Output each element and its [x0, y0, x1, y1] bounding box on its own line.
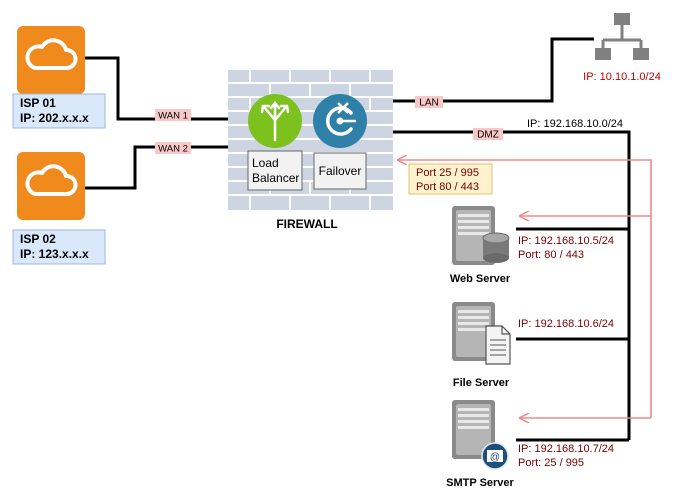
- failover-label: Failover: [319, 164, 362, 178]
- failover-box: [313, 152, 367, 190]
- email-icon: @: [481, 442, 509, 470]
- isp1-icon-bg: [17, 26, 85, 94]
- web-server-port: Port: 80 / 443: [518, 249, 584, 261]
- web-server-name: Web Server: [450, 273, 511, 285]
- isp1-ip: IP: 202.x.x.x: [20, 111, 89, 125]
- isp2-node: ISP 02 IP: 123.x.x.x: [12, 152, 106, 265]
- isp1-label-box: [12, 93, 106, 129]
- svg-text:WAN 2: WAN 2: [158, 144, 188, 155]
- firewall: Load Balancer Failover FIREWALL: [228, 70, 393, 231]
- svg-text:WAN 1: WAN 1: [158, 111, 188, 122]
- svg-text:@: @: [490, 452, 500, 463]
- isp1-node: ISP 01 IP: 202.x.x.x: [12, 26, 106, 129]
- isp2-label-box: [12, 229, 106, 265]
- firewall-label: FIREWALL: [276, 217, 337, 231]
- dmz-network-ip: IP: 192.168.10.0/24: [527, 118, 623, 130]
- server-icon: [452, 400, 495, 459]
- ports-note-line-2: Port 80 / 443: [416, 181, 479, 193]
- svg-text:DMZ: DMZ: [477, 130, 499, 141]
- lan-network-node: IP: 10.10.1.0/24: [583, 13, 661, 83]
- port-forward-line: [398, 160, 652, 418]
- load-balancer-label-2: Balancer: [252, 171, 299, 185]
- file-server-name: File Server: [453, 377, 510, 389]
- server-icon: [452, 302, 495, 361]
- server-icon: [452, 206, 495, 265]
- file-server-ip: IP: 192.168.10.6/24: [518, 318, 614, 330]
- file-server-node: IP: 192.168.10.6/24 File Server: [452, 302, 614, 389]
- lan-network-ip: IP: 10.10.1.0/24: [583, 71, 661, 83]
- isp2-icon-bg: [17, 152, 85, 220]
- isp2-ip: IP: 123.x.x.x: [20, 247, 89, 261]
- svg-text:LAN: LAN: [419, 98, 438, 109]
- load-balancer-box: [247, 150, 303, 191]
- port-forward-arrows: [398, 160, 652, 418]
- cloud-icon: [25, 38, 78, 70]
- cloud-icon: [25, 164, 78, 196]
- lan-link: [393, 37, 594, 103]
- smtp-server-name: SMTP Server: [446, 477, 514, 489]
- dmz-label: DMZ: [473, 128, 503, 141]
- wan2-label: WAN 2: [155, 142, 191, 155]
- connection-lines: [85, 37, 631, 442]
- ports-note-line-1: Port 25 / 995: [416, 167, 479, 179]
- lan-label: LAN: [415, 96, 443, 109]
- smtp-server-port: Port: 25 / 995: [518, 457, 584, 469]
- web-server-ip: IP: 192.168.10.5/24: [518, 235, 614, 247]
- document-icon: [485, 325, 511, 365]
- smtp-server-node: @ IP: 192.168.10.7/24 Port: 25 / 995 SMT…: [446, 400, 614, 489]
- wan1-label: WAN 1: [155, 109, 191, 122]
- web-server-node: IP: 192.168.10.5/24 Port: 80 / 443 Web S…: [450, 206, 614, 285]
- isp2-name: ISP 02: [20, 232, 56, 246]
- load-balancer-label-1: Load: [252, 156, 279, 170]
- dmz-trunk: [393, 130, 631, 440]
- network-icon: [595, 13, 649, 60]
- smtp-server-ip: IP: 192.168.10.7/24: [518, 443, 614, 455]
- database-icon: [482, 232, 510, 263]
- ports-note: Port 25 / 995 Port 80 / 443: [408, 163, 493, 195]
- isp1-name: ISP 01: [20, 96, 56, 110]
